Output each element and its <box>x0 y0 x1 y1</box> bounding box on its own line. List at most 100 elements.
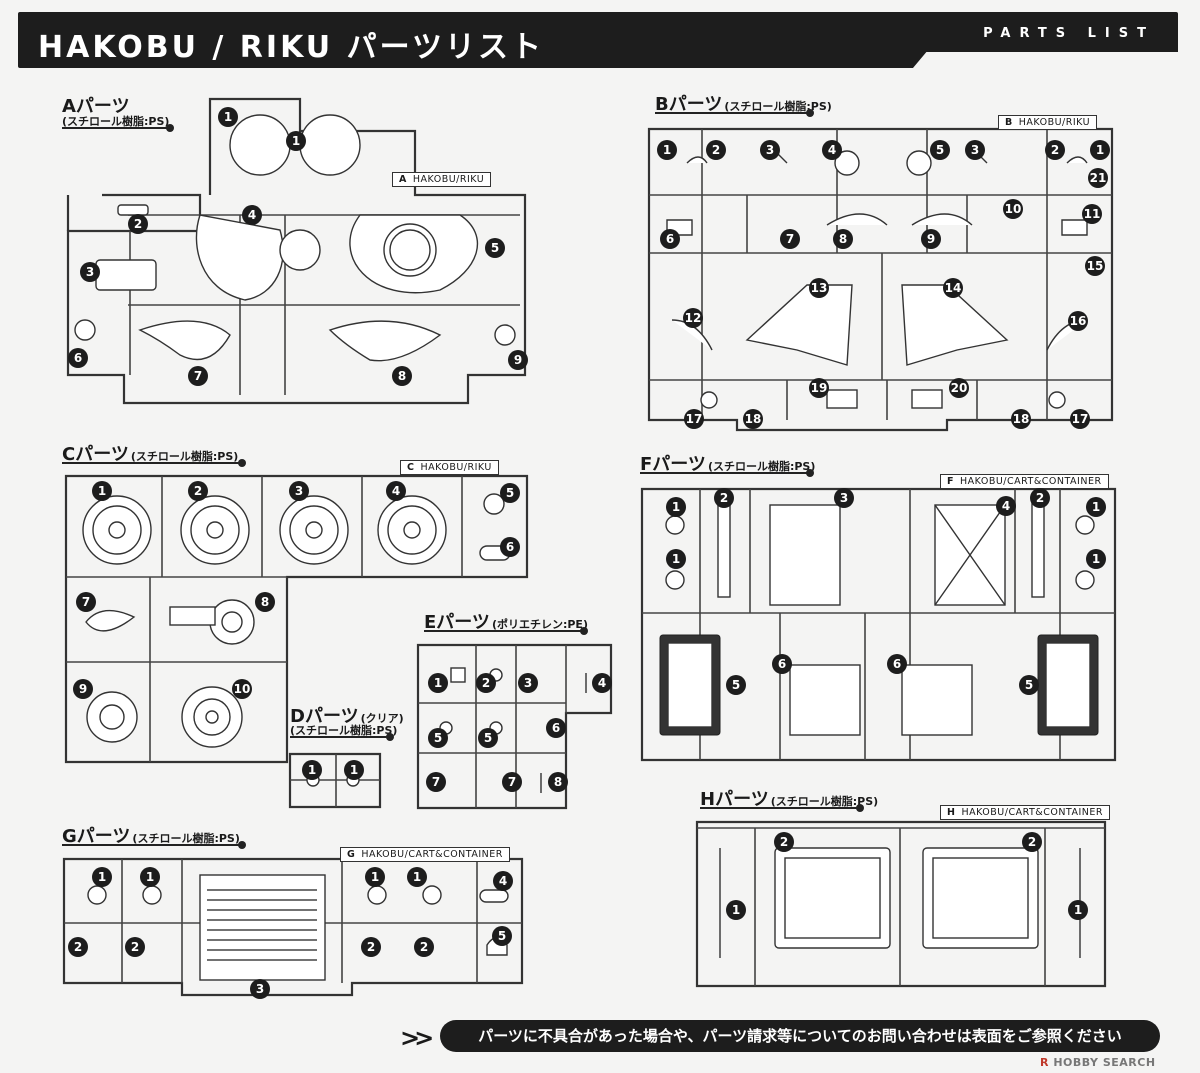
part-b-6: 6 <box>660 229 680 249</box>
part-d-1b: 1 <box>344 760 364 780</box>
arrow-icon: >> <box>400 1024 434 1052</box>
part-c-6: 6 <box>500 537 520 557</box>
part-a-4: 4 <box>242 205 262 225</box>
section-b-title: Bパーツ(スチロール樹脂:PS) <box>655 94 832 115</box>
part-a-1b: 1 <box>286 131 306 151</box>
section-c-title: Cパーツ(スチロール樹脂:PS) <box>62 444 239 465</box>
part-g-5: 5 <box>492 926 512 946</box>
part-g-2b: 2 <box>125 937 145 957</box>
section-a-material: (スチロール樹脂:PS) <box>62 115 170 128</box>
section-c-underline <box>62 459 246 467</box>
part-h-1b: 1 <box>1068 900 1088 920</box>
section-d-underline <box>290 733 394 741</box>
part-g-2d: 2 <box>414 937 434 957</box>
part-c-4: 4 <box>386 481 406 501</box>
part-b-14: 14 <box>943 278 963 298</box>
part-a-8: 8 <box>392 366 412 386</box>
part-a-1: 1 <box>218 107 238 127</box>
sprue-d <box>288 752 382 809</box>
part-c-5: 5 <box>500 483 520 503</box>
part-c-3: 3 <box>289 481 309 501</box>
part-e-6: 6 <box>546 718 566 738</box>
part-c-1: 1 <box>92 481 112 501</box>
section-b-underline <box>655 109 814 117</box>
part-e-5b: 5 <box>478 728 498 748</box>
part-g-1c: 1 <box>365 867 385 887</box>
section-f-underline <box>640 469 814 477</box>
section-g-title: Gパーツ(スチロール樹脂:PS) <box>62 826 240 847</box>
sprue-h <box>695 820 1107 988</box>
part-f-1b: 1 <box>666 549 686 569</box>
part-b-18b: 18 <box>1011 409 1031 429</box>
sprue-c <box>64 474 529 764</box>
part-h-2b: 2 <box>1022 832 1042 852</box>
sprue-f <box>640 487 1117 762</box>
part-c-7: 7 <box>76 592 96 612</box>
part-b-13: 13 <box>809 278 829 298</box>
section-a-title: Aパーツ <box>62 96 130 117</box>
footer-notice: パーツに不具合があった場合や、パーツ請求等についてのお問い合わせは表面をご参照く… <box>440 1020 1160 1052</box>
part-f-1c: 1 <box>1086 497 1106 517</box>
part-b-1: 1 <box>657 140 677 160</box>
section-h-underline <box>700 804 864 812</box>
part-f-6b: 6 <box>887 654 907 674</box>
section-d-title: Dパーツ(クリア) <box>290 706 404 727</box>
part-b-11: 11 <box>1082 204 1102 224</box>
sprue-b <box>647 127 1114 432</box>
part-a-2: 2 <box>128 214 148 234</box>
part-e-5: 5 <box>428 728 448 748</box>
part-b-3: 3 <box>760 140 780 160</box>
section-a-underline <box>62 124 174 132</box>
part-e-3: 3 <box>518 673 538 693</box>
part-b-8: 8 <box>833 229 853 249</box>
part-d-1: 1 <box>302 760 322 780</box>
part-g-4: 4 <box>493 871 513 891</box>
section-h-title: Hパーツ(スチロール樹脂:PS) <box>700 789 879 810</box>
part-c-8: 8 <box>255 592 275 612</box>
part-c-2: 2 <box>188 481 208 501</box>
part-g-2c: 2 <box>361 937 381 957</box>
part-c-10: 10 <box>232 679 252 699</box>
part-a-9: 9 <box>508 350 528 370</box>
part-b-20: 20 <box>949 378 969 398</box>
part-b-2: 2 <box>706 140 726 160</box>
part-e-4: 4 <box>592 673 612 693</box>
part-b-16: 16 <box>1068 311 1088 331</box>
part-h-2: 2 <box>774 832 794 852</box>
part-g-1: 1 <box>92 867 112 887</box>
part-b-3b: 3 <box>965 140 985 160</box>
part-b-15: 15 <box>1085 256 1105 276</box>
part-b-17b: 17 <box>1070 409 1090 429</box>
part-b-21: 21 <box>1088 168 1108 188</box>
part-a-5: 5 <box>485 238 505 258</box>
part-a-3: 3 <box>80 262 100 282</box>
part-f-1: 1 <box>666 497 686 517</box>
part-b-17: 17 <box>684 409 704 429</box>
part-b-5: 5 <box>930 140 950 160</box>
sprue-g <box>62 857 524 997</box>
part-b-10: 10 <box>1003 199 1023 219</box>
part-b-7: 7 <box>780 229 800 249</box>
header-bar <box>18 12 1197 72</box>
part-e-8: 8 <box>548 772 568 792</box>
part-f-2b: 2 <box>1030 488 1050 508</box>
section-g-underline <box>62 841 246 849</box>
sprue-e <box>416 643 613 810</box>
section-e-title: Eパーツ(ポリエチレン:PE) <box>424 612 588 633</box>
sprue-a <box>66 97 527 405</box>
part-f-4: 4 <box>996 496 1016 516</box>
part-b-2b: 2 <box>1045 140 1065 160</box>
part-b-19: 19 <box>809 378 829 398</box>
part-f-1d: 1 <box>1086 549 1106 569</box>
watermark-logo: R HOBBY SEARCH <box>1040 1056 1156 1069</box>
parts-list-label: PARTS LIST <box>983 26 1155 41</box>
part-g-1b: 1 <box>140 867 160 887</box>
part-f-2: 2 <box>714 488 734 508</box>
page-title: HAKOBU / RIKU パーツリスト <box>38 30 544 65</box>
part-b-9: 9 <box>921 229 941 249</box>
part-e-7b: 7 <box>502 772 522 792</box>
